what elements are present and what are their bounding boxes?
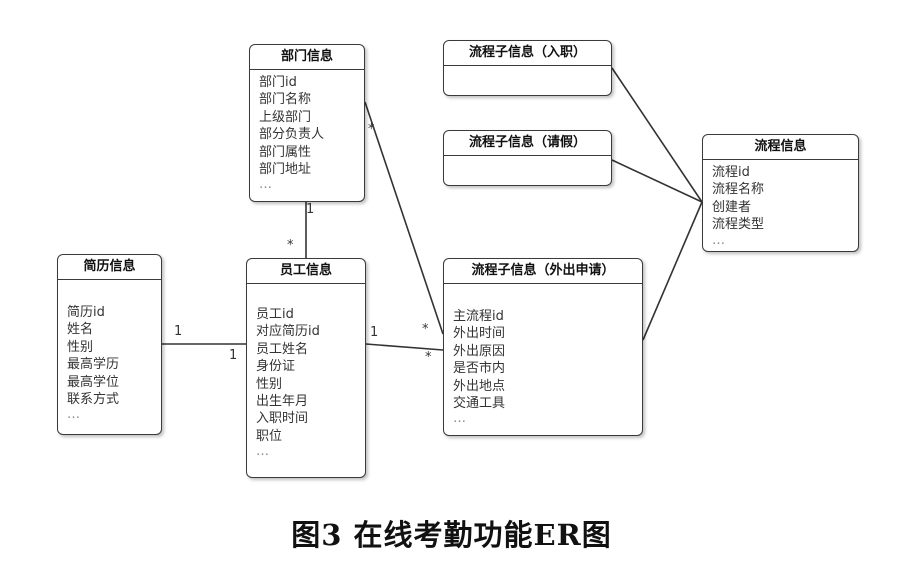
attribute: 员工id: [256, 307, 294, 322]
entity-sub-entry-title: 流程子信息（入职）: [444, 41, 611, 66]
attribute: 对应简历id: [256, 324, 320, 340]
multiplicity-dept-out-out-end: *: [422, 322, 429, 337]
entity-dept-attributes: 部门id 部门名称 上级部门 部分负责人 部门属性 部门地址 …: [250, 70, 364, 192]
entity-dept: 部门信息 部门id 部门名称 上级部门 部分负责人 部门属性 部门地址 …: [249, 44, 365, 202]
entity-resume-title: 简历信息: [58, 255, 161, 280]
attribute-more: …: [67, 407, 80, 423]
entity-employee-attributes: 员工id 对应简历id 员工姓名 身份证 性别 出生年月 入职时间 职位 …: [247, 284, 365, 459]
attribute: 上级部门: [259, 109, 312, 125]
attribute: 交通工具: [453, 396, 506, 412]
attribute: 部门名称: [259, 92, 312, 108]
attribute: 员工姓名: [256, 341, 309, 357]
line-out-process: [642, 201, 703, 341]
attribute: 姓名: [67, 322, 94, 338]
multiplicity-dept-out-dept-end: *: [368, 122, 375, 137]
line-employee-out: [365, 343, 444, 351]
entity-resume-attributes: 简历id 姓名 性别 最高学历 最高学位 联系方式 …: [58, 280, 161, 422]
attribute: 创建者: [712, 199, 752, 215]
attribute: 流程名称: [712, 182, 765, 198]
entity-resume: 简历信息 简历id 姓名 性别 最高学历 最高学位 联系方式 …: [57, 254, 162, 435]
attribute: 入职时间: [256, 411, 309, 427]
attribute-more: …: [712, 232, 725, 248]
attribute: 流程id: [712, 165, 750, 180]
attribute: 简历id: [67, 305, 105, 320]
multiplicity-dept-employee-emp-end: *: [287, 238, 294, 253]
attribute: 联系方式: [67, 392, 120, 408]
attribute: 性别: [256, 376, 283, 392]
entity-process-title: 流程信息: [703, 135, 858, 160]
attribute: 部门id: [259, 75, 297, 90]
multiplicity-resume-employee-resume-end: 1: [174, 324, 183, 339]
attribute-more: …: [256, 444, 269, 460]
line-entry-process: [611, 67, 703, 203]
attribute: 是否市内: [453, 361, 506, 377]
attribute: 外出地点: [453, 378, 506, 394]
attribute: 最高学位: [67, 374, 120, 390]
entity-dept-title: 部门信息: [250, 45, 364, 70]
entity-sub-entry: 流程子信息（入职）: [443, 40, 612, 96]
entity-sub-out-attributes: 主流程id 外出时间 外出原因 是否市内 外出地点 交通工具 …: [444, 284, 642, 426]
attribute: 主流程id: [453, 309, 504, 324]
multiplicity-employee-out-out-end: *: [425, 350, 432, 365]
line-dept-out: [364, 101, 444, 335]
attribute: 部门属性: [259, 144, 312, 160]
attribute: 流程类型: [712, 217, 765, 233]
entity-sub-leave: 流程子信息（请假）: [443, 130, 612, 186]
entity-sub-out-title: 流程子信息（外出申请）: [444, 259, 642, 284]
attribute: 外出原因: [453, 343, 506, 359]
attribute: 最高学历: [67, 357, 120, 373]
attribute: 外出时间: [453, 326, 506, 342]
attribute-more: …: [259, 177, 272, 193]
attribute: 部门地址: [259, 162, 312, 178]
attribute: 身份证: [256, 359, 296, 375]
entity-employee: 员工信息 员工id 对应简历id 员工姓名 身份证 性别 出生年月 入职时间 职…: [246, 258, 366, 478]
attribute-more: …: [453, 411, 466, 427]
attribute: 职位: [256, 428, 283, 444]
multiplicity-dept-employee-dept-end: 1: [306, 202, 315, 217]
figure-caption: 图3 在线考勤功能ER图: [291, 518, 612, 552]
entity-employee-title: 员工信息: [247, 259, 365, 284]
attribute: 性别: [67, 339, 94, 355]
entity-sub-out: 流程子信息（外出申请） 主流程id 外出时间 外出原因 是否市内 外出地点 交通…: [443, 258, 643, 436]
multiplicity-employee-out-emp-end: 1: [370, 325, 379, 340]
entity-sub-leave-title: 流程子信息（请假）: [444, 131, 611, 156]
entity-process-attributes: 流程id 流程名称 创建者 流程类型 …: [703, 160, 858, 248]
attribute: 部分负责人: [259, 127, 325, 143]
line-leave-process: [611, 159, 703, 203]
attribute: 出生年月: [256, 394, 309, 410]
multiplicity-resume-employee-emp-end: 1: [229, 348, 238, 363]
entity-process: 流程信息 流程id 流程名称 创建者 流程类型 …: [702, 134, 859, 252]
